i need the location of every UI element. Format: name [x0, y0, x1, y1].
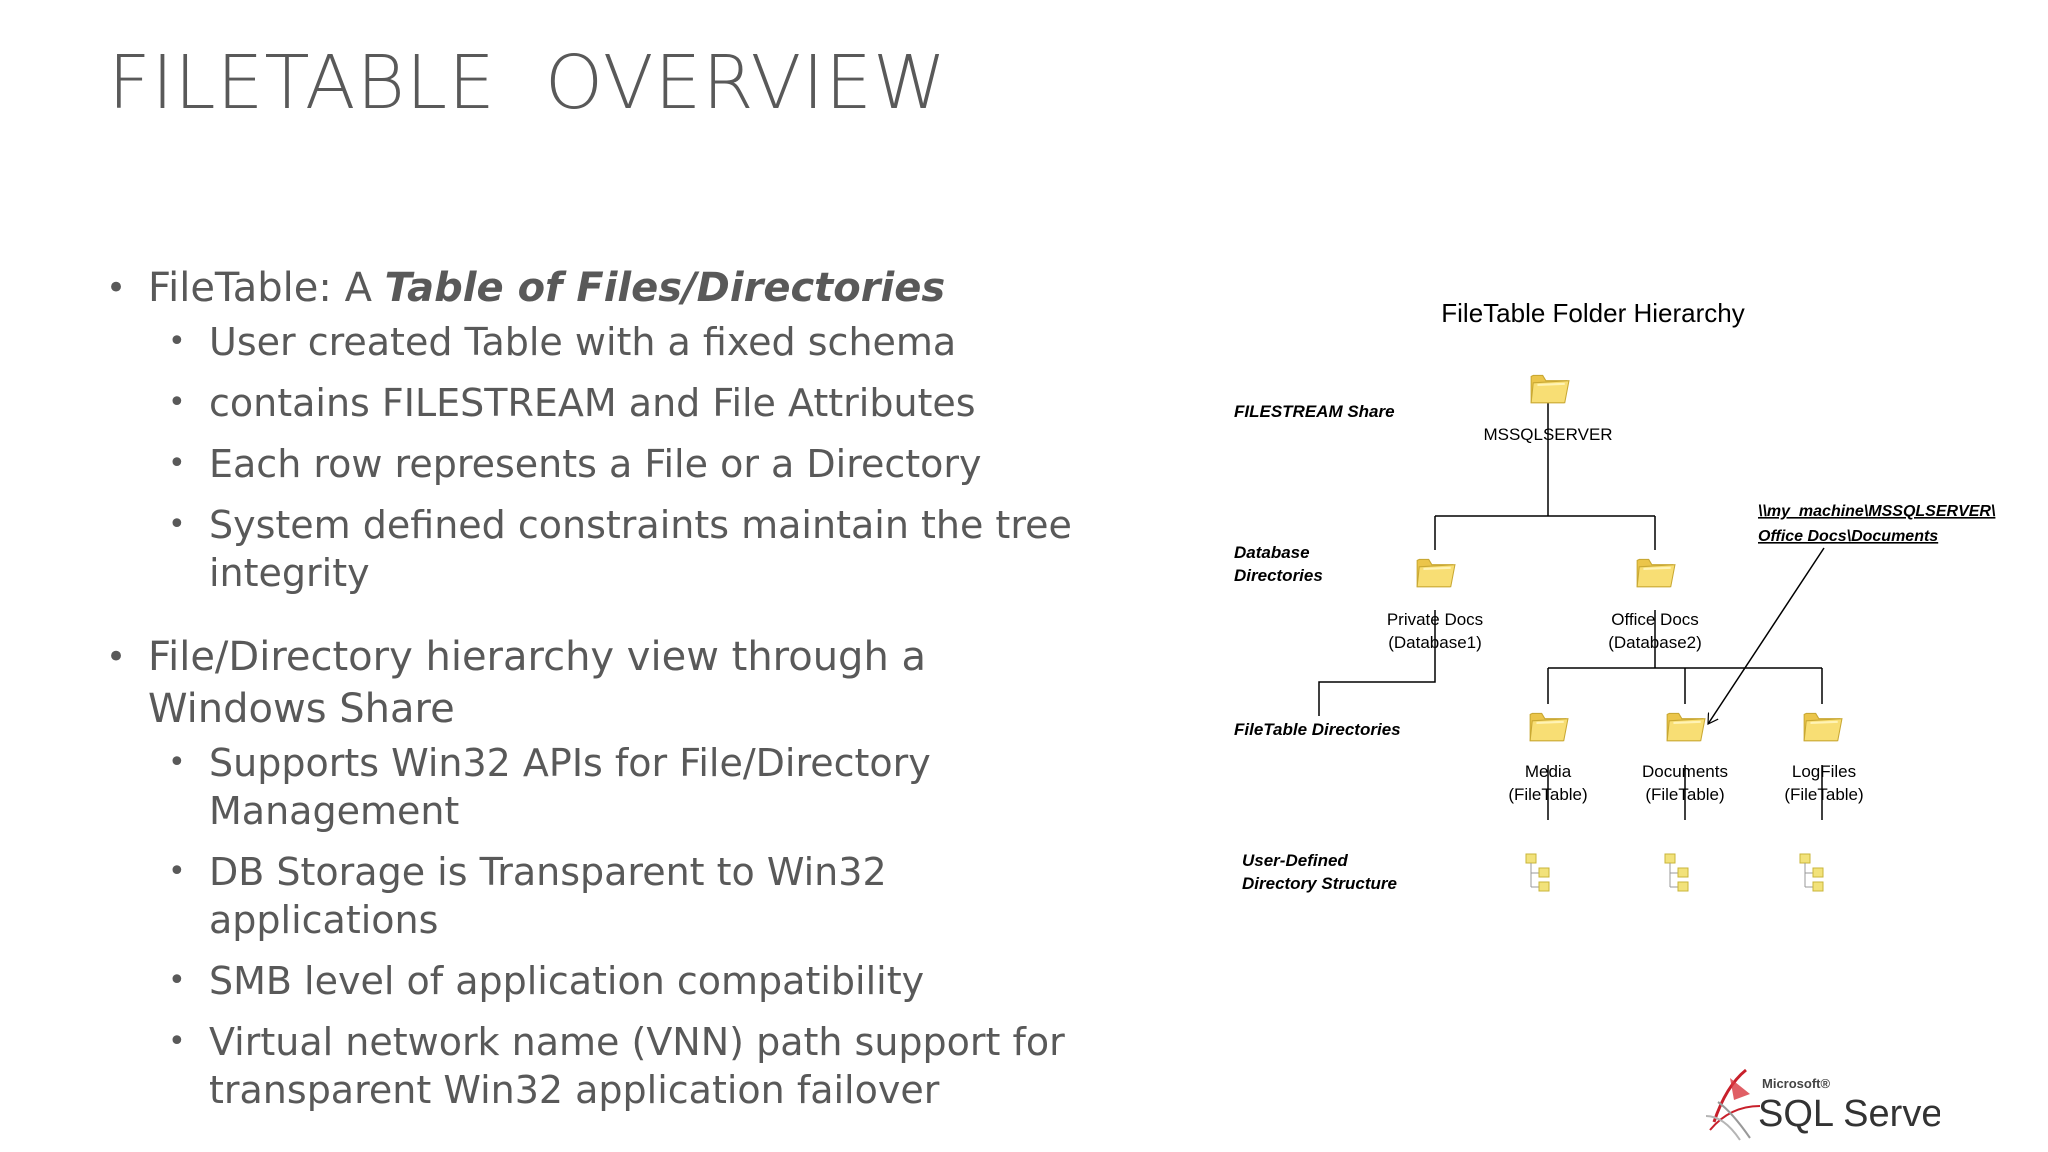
sub-bullet-list: Supports Win32 APIs for File/Directory M…	[148, 739, 1084, 1114]
bullet-filetable: FileTable: A Table of Files/Directories …	[104, 262, 1084, 597]
bullet-prefix: FileTable: A	[148, 265, 385, 311]
diagram-title: FileTable Folder Hierarchy	[1441, 298, 1744, 328]
folder-icon-ft2	[1666, 712, 1706, 742]
unc-path-line1: \\my_machine\MSSQLSERVER\	[1758, 503, 1996, 520]
node-label-ft1-sub: (FileTable)	[1508, 785, 1587, 804]
folder-icon-ft1	[1529, 712, 1569, 742]
connector-lines	[1318, 388, 1823, 820]
sub-bullet: System defined constraints maintain the …	[148, 501, 1084, 597]
folder-icon-db1	[1416, 558, 1456, 588]
folder-icon-root	[1530, 374, 1570, 404]
node-label-db2-sub: (Database2)	[1608, 633, 1702, 652]
logo-microsoft-label: Microsoft®	[1762, 1076, 1831, 1091]
level-label-userdef: Directory Structure	[1242, 874, 1397, 893]
node-label-db1-sub: (Database1)	[1388, 633, 1482, 652]
subtree-icon-ft2	[1664, 853, 1689, 892]
folder-icon-db2	[1636, 558, 1676, 588]
unc-path-arrow	[1708, 547, 1825, 724]
bullet-list: FileTable: A Table of Files/Directories …	[104, 262, 1084, 1127]
sub-bullet: User created Table with a fixed schema	[148, 318, 1084, 366]
filetable-hierarchy-diagram: FileTable Folder Hierarchy FILESTREAM Sh…	[1234, 298, 1996, 893]
subtree-icon-ft1	[1525, 853, 1550, 892]
node-label-ft2-sub: (FileTable)	[1645, 785, 1724, 804]
bullet-text: File/Directory hierarchy view through a …	[148, 634, 927, 732]
sub-bullet: DB Storage is Transparent to Win32 appli…	[148, 848, 1084, 944]
sub-bullet: Each row represents a File or a Director…	[148, 440, 1084, 488]
sub-bullet: Supports Win32 APIs for File/Directory M…	[148, 739, 1084, 835]
node-label-ft3-sub: (FileTable)	[1784, 785, 1863, 804]
folder-icon-ft3	[1803, 712, 1843, 742]
level-label-share: FILESTREAM Share	[1234, 402, 1395, 421]
node-label-ft3: LogFiles	[1792, 762, 1856, 781]
subtree-icon-ft3	[1799, 853, 1824, 892]
line-db1-branch	[1318, 610, 1436, 716]
node-label-root: MSSQLSERVER	[1483, 425, 1612, 444]
sub-bullet: contains FILESTREAM and File Attributes	[148, 379, 1084, 427]
sql-server-logo: Microsoft® SQL Server	[1705, 1068, 1940, 1141]
bullet-hierarchy: File/Directory hierarchy view through a …	[104, 631, 1084, 1114]
node-label-db1: Private Docs	[1387, 610, 1483, 629]
level-label-userdef: User-Defined	[1242, 851, 1348, 870]
level-label-database: Directories	[1234, 566, 1323, 585]
bullet-emphasis: Table of Files/Directories	[384, 265, 946, 311]
sub-bullet: SMB level of application compatibility	[148, 957, 1084, 1005]
level-label-database: Database	[1234, 543, 1310, 562]
node-label-ft2: Documents	[1642, 762, 1728, 781]
sql-server-mark-icon	[1705, 1068, 1761, 1141]
unc-path-line2: Office Docs\Documents	[1758, 528, 1938, 545]
level-label-filetable: FileTable Directories	[1234, 720, 1401, 739]
sub-bullet-list: User created Table with a fixed schema c…	[148, 318, 1084, 597]
logo-product-name: SQL Server	[1758, 1093, 1940, 1135]
node-label-ft1: Media	[1525, 762, 1572, 781]
node-label-db2: Office Docs	[1611, 610, 1699, 629]
sub-bullet: Virtual network name (VNN) path support …	[148, 1018, 1084, 1114]
slide-title: FILETABLE OVERVIEW	[108, 40, 947, 126]
